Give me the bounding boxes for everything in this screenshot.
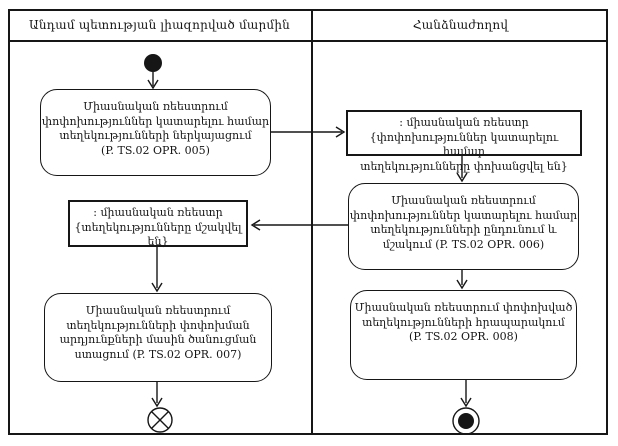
activity-opr005-label: Միասնական ռեեստրում փոփոխություններ կատա… xyxy=(41,100,270,157)
object-node-registry-transferred: : միասնական ռեեստր {փոփոխություններ կատա… xyxy=(346,110,582,173)
lane-header-divider xyxy=(8,40,608,42)
activity-opr008-label: Միասնական ռեեստրում փոփոխված տեղեկությու… xyxy=(354,301,573,344)
object-node-registry-processed-label: : միասնական ռեեստր {տեղեկությունները մշա… xyxy=(74,206,242,249)
activity-opr006: Միասնական ռեեստրում փոփոխություններ կատա… xyxy=(348,183,579,270)
diagram-frame xyxy=(8,9,608,435)
lane-divider xyxy=(311,9,313,435)
object-node-registry-processed: : միասնական ռեեստր {տեղեկությունները մշա… xyxy=(68,200,248,249)
object-node-registry-transferred-label: : միասնական ռեեստր {փոփոխություններ կատա… xyxy=(360,116,568,173)
activity-opr008: Միասնական ռեեստրում փոփոխված տեղեկությու… xyxy=(350,290,577,380)
activity-opr005: Միասնական ռեեստրում փոփոխություններ կատա… xyxy=(40,89,271,176)
lane-title-commission: Հանձնաժողով xyxy=(412,17,509,32)
activity-opr006-label: Միասնական ռեեստրում փոփոխություններ կատա… xyxy=(349,194,578,251)
lane-header-commission: Հանձնաժողով xyxy=(313,9,608,40)
activity-opr007-label: Միասնական ռեեստրում տեղեկությունների փոփ… xyxy=(59,304,257,361)
lane-title-authorized-body: Անդամ պետության լիազորված մարմին xyxy=(29,17,290,32)
lane-header-authorized-body: Անդամ պետության լիազորված մարմին xyxy=(8,9,311,40)
activity-opr007: Միասնական ռեեստրում տեղեկությունների փոփ… xyxy=(44,293,272,382)
